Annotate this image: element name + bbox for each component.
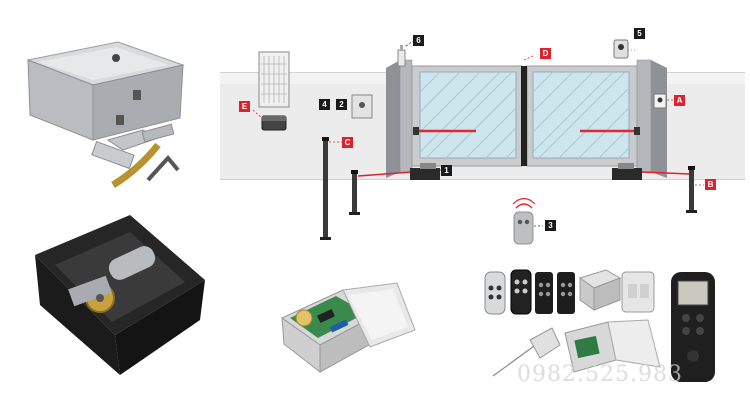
antenna-and-board-kit: [492, 319, 661, 377]
marker-e: E: [239, 101, 250, 112]
marker-d: D: [540, 48, 551, 59]
photocell-column-short-left: [349, 170, 360, 215]
marker-a: A: [674, 95, 685, 106]
programmer-handset: [671, 272, 715, 382]
receiver-module: [578, 269, 622, 311]
left-pillar: [386, 59, 413, 178]
marker-1: 1: [441, 165, 452, 176]
gate-leaf-left: [411, 65, 523, 167]
photocell-beam-ground: [357, 171, 691, 177]
marker-2: 2: [336, 99, 347, 110]
photocell-beam-top: [413, 127, 640, 135]
marker-5: 5: [634, 28, 645, 39]
motor-housing: [35, 215, 205, 375]
release-key-parts: [91, 123, 180, 189]
control-board-product: [281, 282, 416, 374]
right-pillar: [636, 59, 667, 178]
marker-b: B: [705, 179, 716, 190]
phone-watermark: 0982.525.983: [517, 362, 683, 387]
underground-motor-product: [35, 215, 205, 375]
control-box: [351, 94, 373, 119]
central-seal: [521, 54, 536, 166]
foundation-box-product: [26, 41, 185, 189]
metal-foundation-box: [26, 41, 185, 141]
wall-keypad: [621, 271, 655, 313]
remote-black-3: [535, 272, 553, 314]
antenna-lamp: [397, 45, 406, 67]
remote-control: [512, 197, 543, 245]
remote-black-2: [510, 269, 532, 315]
remote-black-4: [557, 272, 575, 314]
marker-6: 6: [413, 35, 424, 46]
ground-motor-left: [410, 163, 440, 180]
gate-leaf-right: [526, 65, 638, 167]
marker-4: 4: [319, 99, 330, 110]
battery-unit: [252, 109, 287, 131]
ground-motor-right: [612, 163, 642, 180]
key-selector: [653, 93, 674, 109]
solar-panel: [258, 51, 290, 108]
flashing-light: [613, 39, 635, 59]
marker-c: C: [342, 137, 353, 148]
remote-silver-1: [484, 271, 506, 315]
photocell-column-short-right: [686, 166, 704, 213]
marker-3: 3: [545, 220, 556, 231]
photocell-column-tall: [320, 137, 342, 240]
